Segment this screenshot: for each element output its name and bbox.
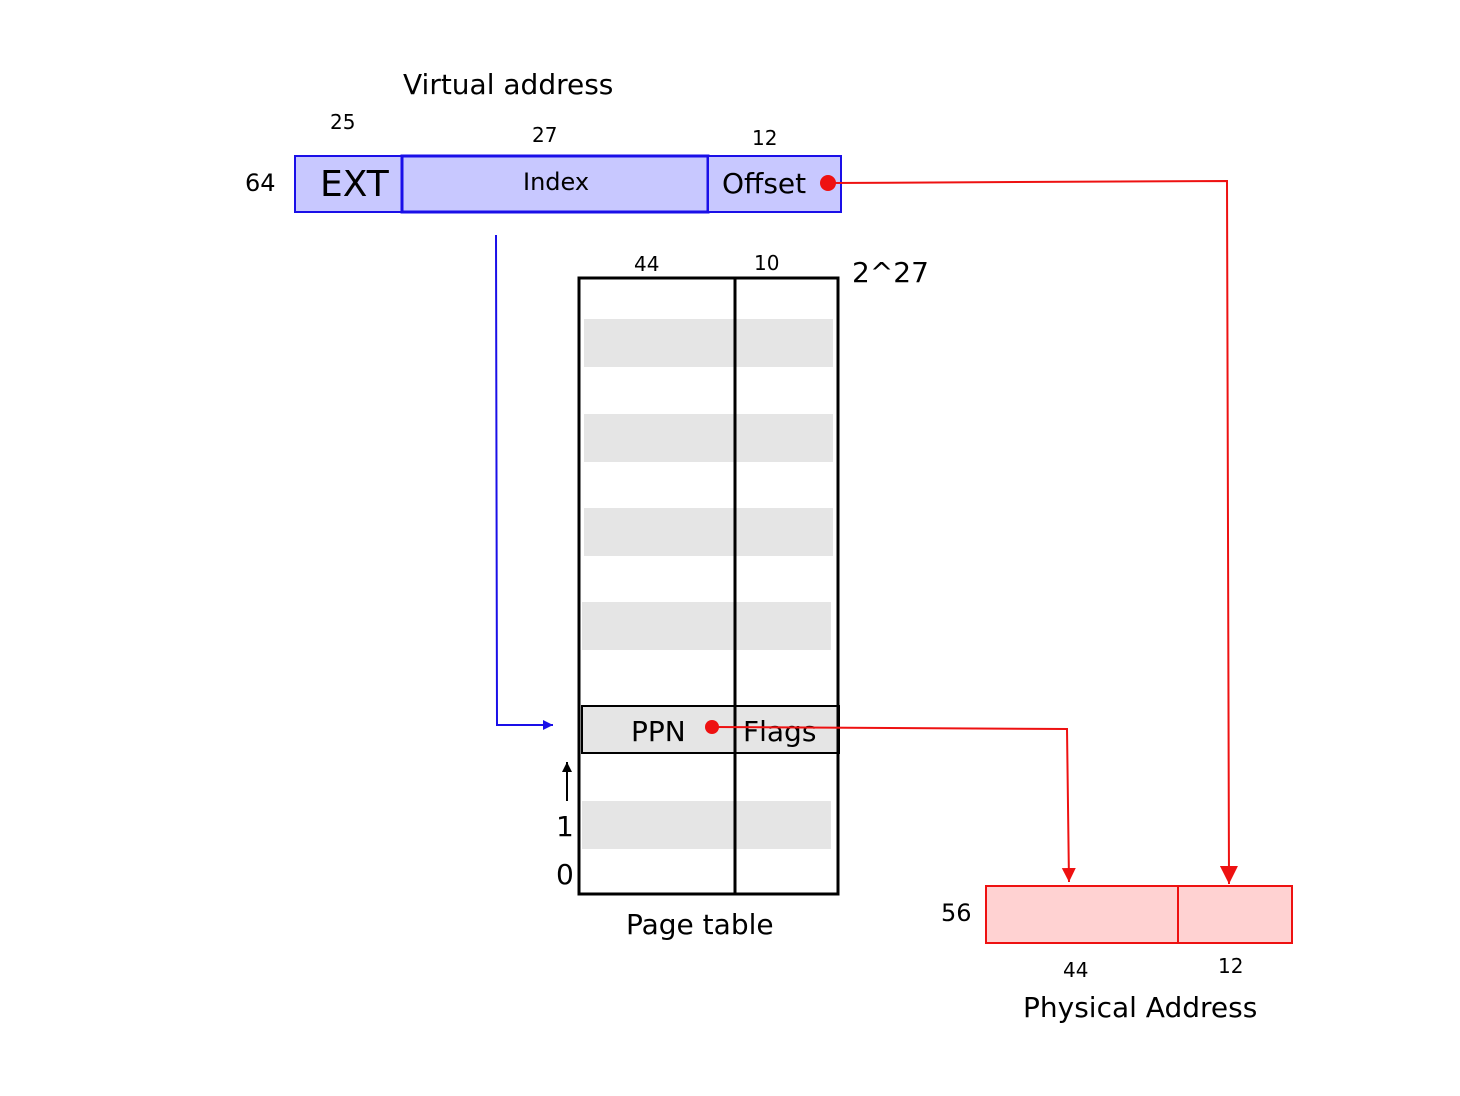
index-field [400, 154, 710, 214]
index-label: Index [523, 168, 589, 196]
row-label-1: 1 [556, 810, 574, 843]
table-row [584, 414, 833, 462]
offset-source-dot [820, 175, 836, 191]
index-to-entry-arrow [495, 234, 553, 730]
physical-address-title: Physical Address [1023, 991, 1257, 1024]
entries-count-label: 2^27 [852, 256, 929, 289]
offset-to-physical-arrow [827, 179, 1238, 885]
flags-column-bits: 10 [754, 251, 779, 275]
table-row [584, 508, 833, 556]
virtual-address-title: Virtual address [403, 68, 613, 101]
physical-ppn-bits: 44 [1063, 958, 1088, 982]
ext-field [294, 155, 403, 213]
index-bits-label: 27 [532, 123, 557, 147]
table-row [582, 801, 831, 849]
table-row [584, 319, 833, 367]
ppn-source-dot [705, 720, 719, 734]
ppn-column-bits: 44 [634, 252, 659, 276]
offset-bits-label: 12 [752, 126, 777, 150]
physical-offset-field [1177, 885, 1293, 944]
ext-bits-label: 25 [330, 110, 355, 134]
row-label-0: 0 [556, 858, 574, 891]
page-table [577, 276, 840, 896]
ppn-label: PPN [631, 715, 686, 748]
ppn-to-physical-arrow [711, 726, 1076, 883]
physical-offset-bits: 12 [1218, 954, 1243, 978]
flags-label: Flags [743, 715, 816, 748]
offset-label: Offset [722, 167, 806, 200]
page-table-title: Page table [626, 908, 774, 941]
offset-field [707, 155, 842, 213]
table-row [582, 602, 831, 650]
ext-label: EXT [320, 164, 390, 205]
physical-ppn-field [985, 885, 1179, 944]
virtual-total-bits: 64 [245, 169, 276, 197]
physical-total-bits: 56 [941, 899, 972, 927]
